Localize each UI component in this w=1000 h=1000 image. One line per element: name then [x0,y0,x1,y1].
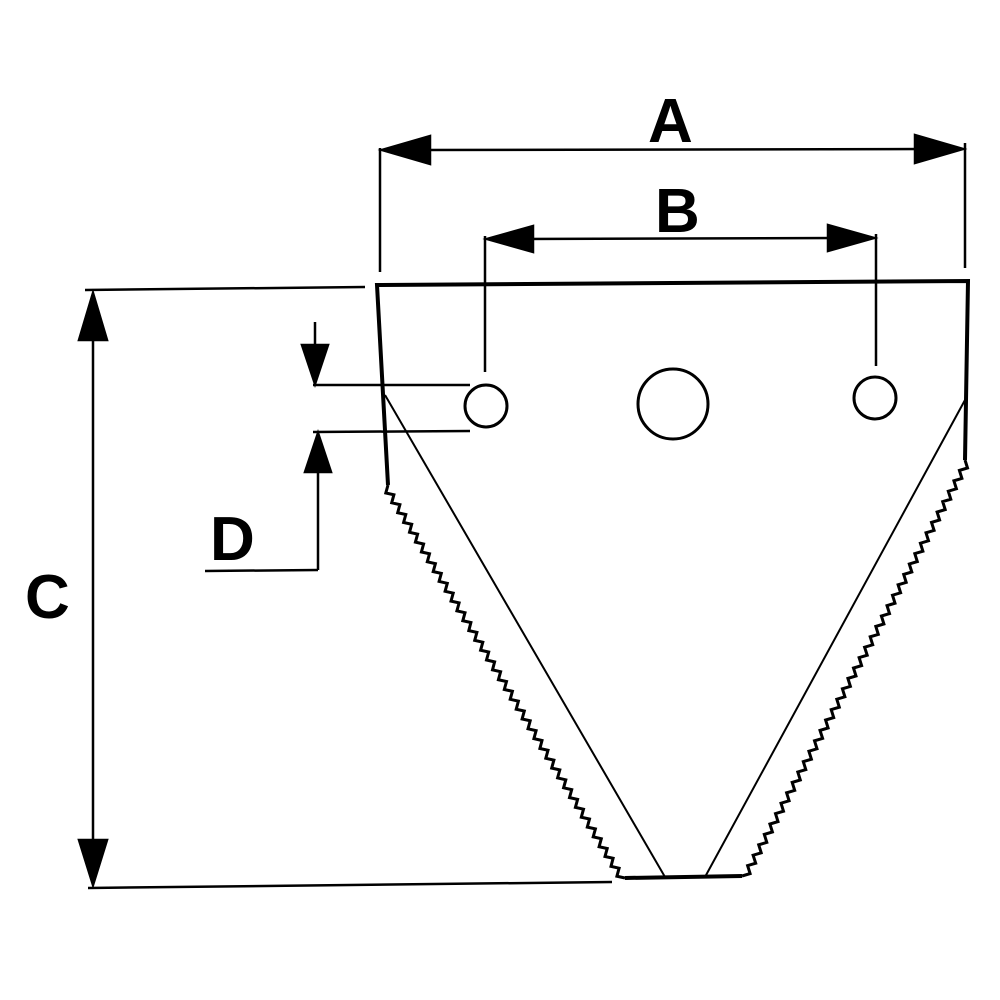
dimension-c [77,285,613,890]
rivet-hole-left [463,383,509,429]
serrated-edge-right [741,459,970,878]
label-c: C [25,563,70,632]
center-hole [636,367,710,441]
bevel-line-right [704,399,966,878]
label-a: A [648,87,693,156]
dimension-a [377,133,968,272]
label-b: B [655,177,700,246]
dimension-b [482,223,879,372]
rivet-hole-right [852,375,898,421]
serrated-edge-left [383,484,626,880]
blade-outline [374,278,971,880]
bevel-line-left [384,394,666,878]
label-d: D [210,505,255,574]
dimension-d [204,322,471,573]
